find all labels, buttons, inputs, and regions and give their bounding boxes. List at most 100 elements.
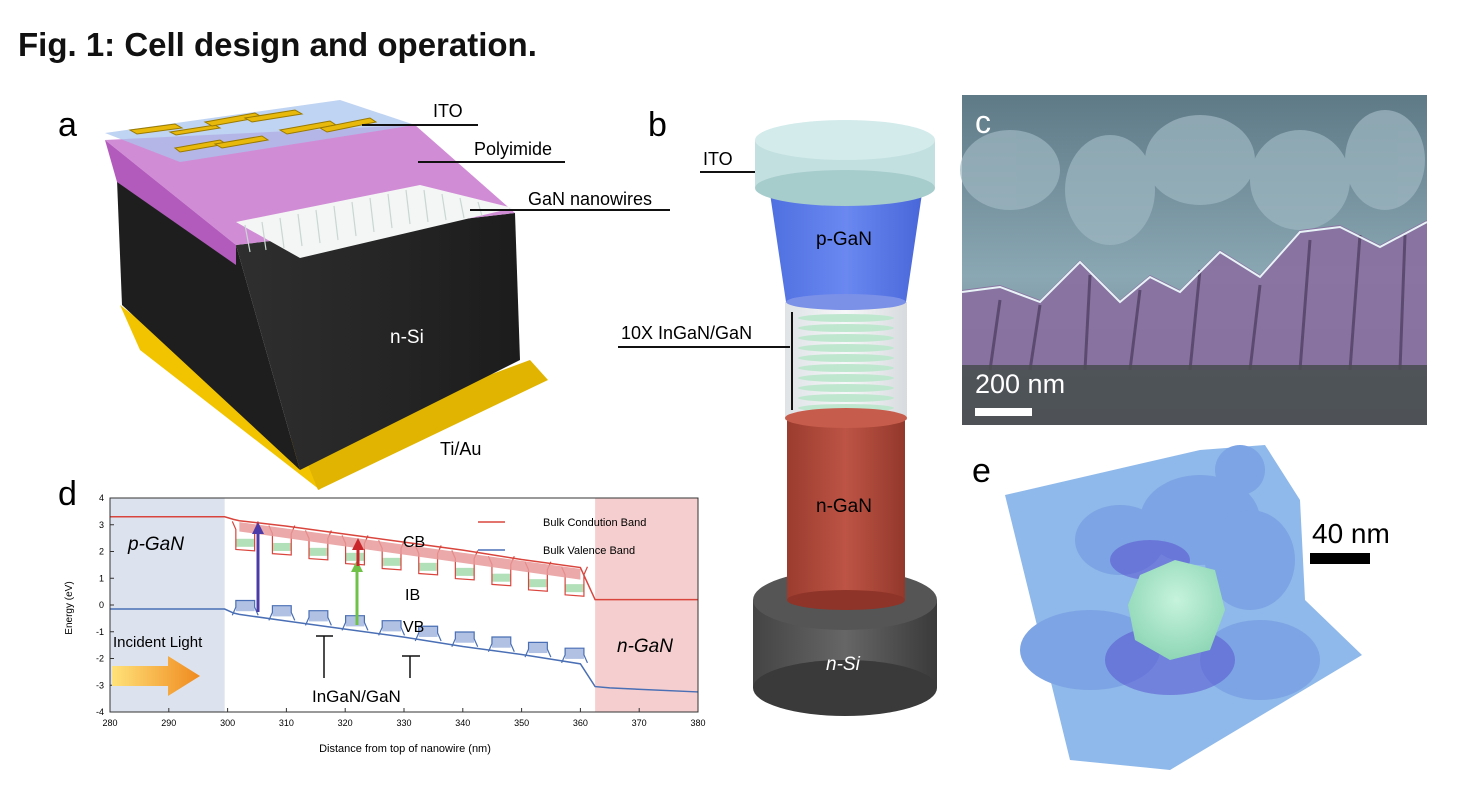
afm-scale-bar [1310,553,1370,564]
x-tick-label: 290 [161,718,176,728]
figure-title: Fig. 1: Cell design and operation. [18,26,537,63]
incident-light-label: Incident Light [113,634,203,651]
vb-well [345,615,365,627]
ito-label: ITO [433,101,463,121]
vb-well-line [231,599,259,616]
panel-a-letter: a [58,106,77,144]
vb-well-line [378,620,406,636]
sem-scale-bar [975,408,1032,416]
ingan-label: 10X InGaN/GaN [621,323,752,343]
incident-light-arrow [112,656,200,696]
y-tick-label: 3 [99,520,104,530]
sem-scale-label: 200 nm [975,369,1065,399]
x-tick-label: 280 [102,718,117,728]
vb-well [418,626,438,637]
ib-well [345,552,365,561]
x-tick-label: 310 [279,718,294,728]
panel-a-leaders [362,124,670,211]
ito-b-label: ITO [703,149,733,169]
vb-well [235,600,255,612]
panel-d-letter: d [58,475,77,513]
ngan-region-bg [595,498,698,712]
sem-nanowires [962,220,1427,370]
nsi-label: n-Si [390,327,424,348]
ito-cap-bottom [755,170,935,206]
si-block-front [236,213,520,470]
ib-well [528,579,548,588]
y-tick-label: 1 [99,573,104,583]
vb-well-line [414,625,442,642]
vb-well [309,610,328,622]
afm-scale-label: 40 nm [1312,518,1390,549]
pgan-label: p-GaN [816,229,872,250]
x-tick-label: 380 [690,718,705,728]
contact-fingers [128,109,378,153]
region-left-label: p-GaN [127,534,184,555]
panel-e: e 40 nm [972,445,1390,770]
panel-b-leaders [618,171,793,410]
x-tick-label: 370 [632,718,647,728]
vb-well [455,632,475,643]
y-tick-label: -1 [96,627,104,637]
ib-well [382,557,401,566]
ib-well [565,584,584,593]
well-label: InGaN/GaN [312,687,401,706]
polyimide-side [105,140,236,265]
panel-c: c 200 nm [960,95,1428,425]
band-series [110,515,699,693]
legend-vb-label: Bulk Valence Band [543,545,635,557]
vb-well [528,642,548,654]
vb-well-line [561,647,589,664]
nsi-cylinder-bottom [753,660,937,716]
pgan-segment [768,180,924,302]
vb-well-line [451,631,479,647]
panel-a: a [58,100,670,490]
vb-well-line [341,615,369,631]
series-line-1 [110,608,699,693]
tiau-label: Ti/Au [440,439,481,459]
ngan-segment [787,418,905,600]
nsi-b-label: n-Si [826,654,861,675]
x-tick-label: 300 [220,718,235,728]
sem-edge [961,221,1428,304]
vb-well [491,637,511,648]
panel-e-letter: e [972,452,991,490]
afm-nanowire-tip [1128,560,1225,660]
ngan-top [785,408,907,428]
sem-wire-lines [988,234,1407,371]
x-axis-title: Distance from top of nanowire (nm) [319,743,491,755]
well-label-leaders [316,635,420,678]
panel-b-letter: b [648,106,667,144]
ngan-label: n-GaN [816,496,872,517]
x-tick-label: 350 [514,718,529,728]
sem-substrate [962,365,1427,425]
panel-c-letter: c [975,104,991,140]
cb-label: CB [403,534,425,551]
arrow-vb-cb-head [252,522,264,534]
y-tick-label: -4 [96,707,104,717]
ib-well [491,573,511,582]
tiau-layer-front [300,360,548,490]
x-tick-label: 340 [455,718,470,728]
vb-well-line [268,605,296,621]
vb-well [565,648,584,659]
sem-blobs [960,110,1425,245]
vb-label: VB [403,619,424,636]
vb-well-line [487,636,515,652]
ib-label: IB [405,587,420,604]
y-tick-label: 2 [99,547,104,557]
region-right-label: n-GaN [617,636,673,657]
transition-arrows [252,522,364,625]
polyimide-label: Polyimide [474,139,552,159]
ito-cap-top [755,120,935,160]
tiau-layer-side [120,305,320,490]
series-line-0 [110,515,698,601]
y-tick-label: -3 [96,680,104,690]
ib-well [455,567,475,576]
ib-well [235,538,255,547]
gan-nanowires-label: GaN nanowires [528,189,652,209]
pgan-bottom [786,294,906,310]
si-block-left [117,180,300,470]
ib-well [272,542,292,551]
